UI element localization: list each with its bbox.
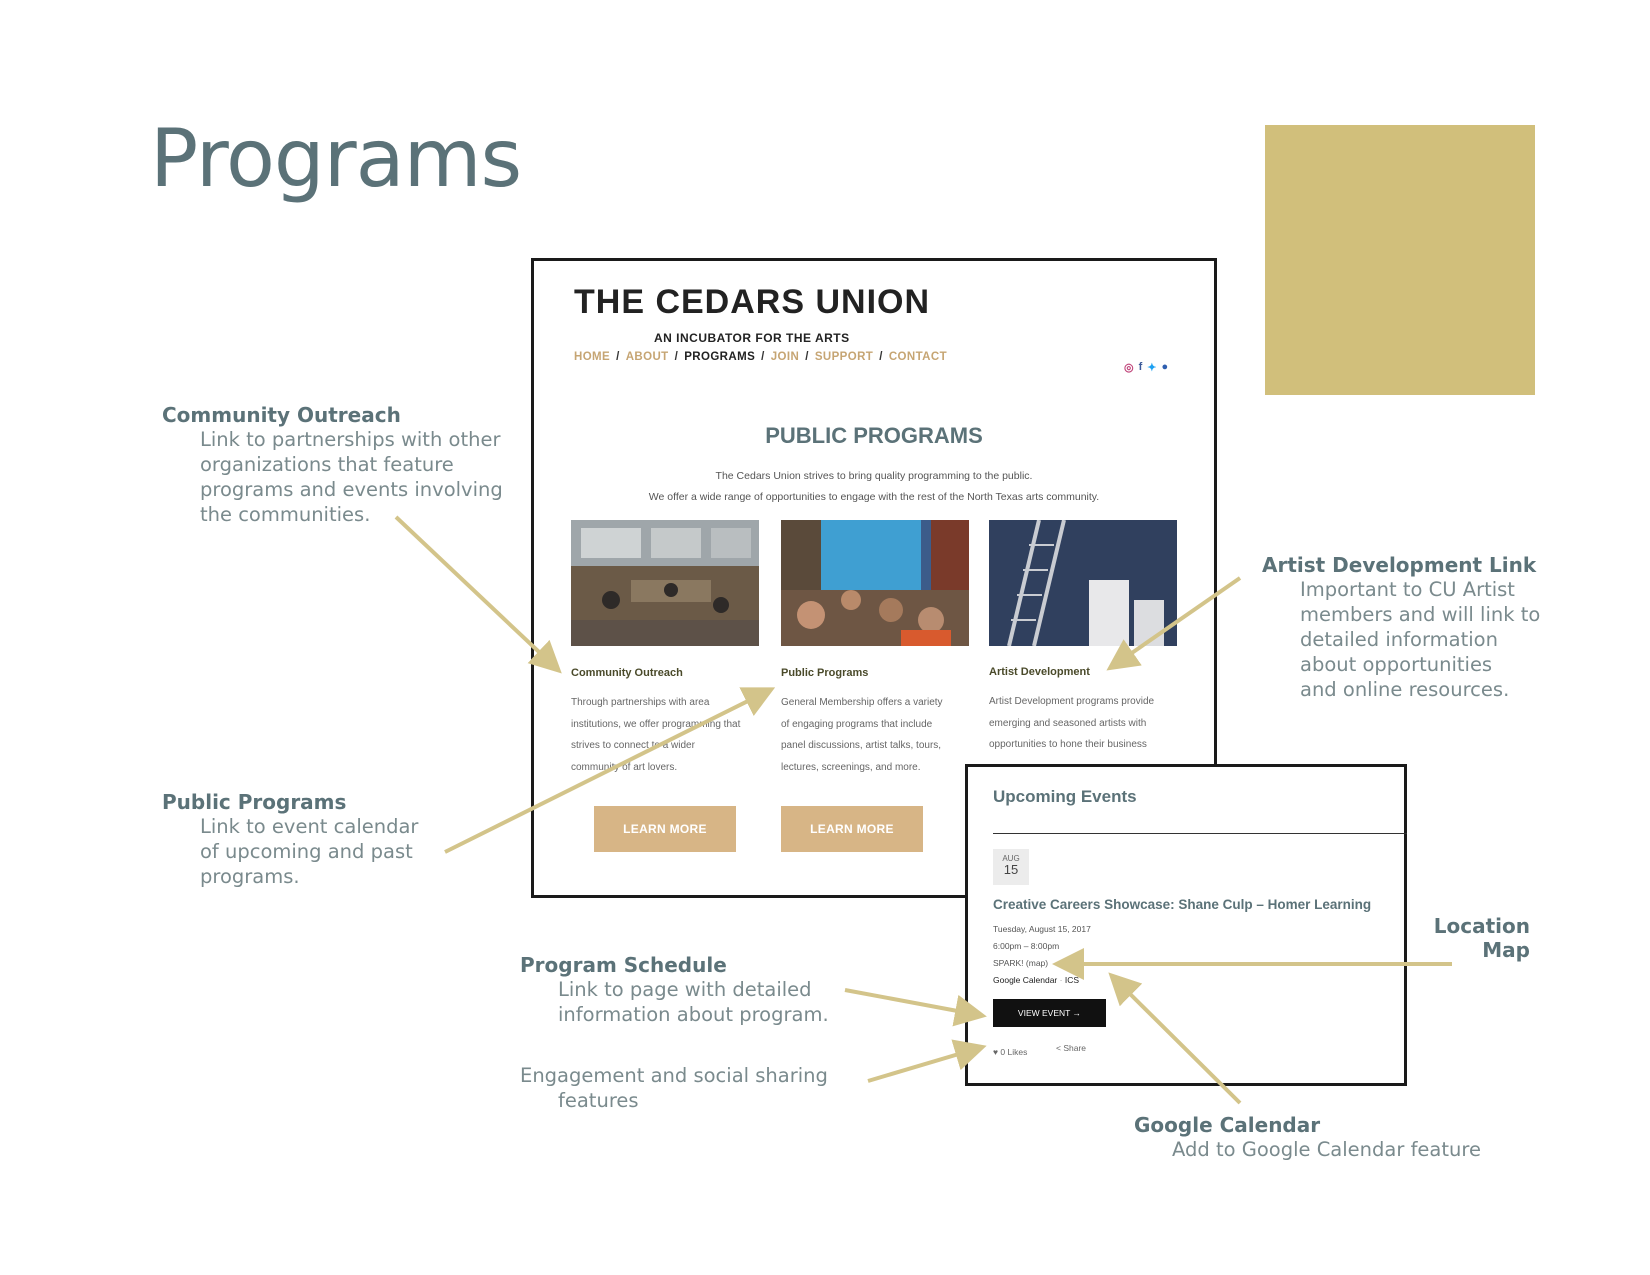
arrow-engagement — [867, 1039, 987, 1083]
card-text-line: Artist Development programs provide — [989, 696, 1155, 707]
annotation-heading: Map — [1482, 938, 1530, 962]
events-title: Upcoming Events — [993, 787, 1137, 806]
card-text-line: General Membership offers a variety — [781, 697, 943, 708]
site-logo[interactable]: THE CEDARS UNION — [574, 283, 931, 321]
card-text-public-programs: General Membership offers a variety of e… — [781, 692, 971, 778]
slide-title: Programs — [150, 112, 522, 205]
nav-support[interactable]: SUPPORT — [814, 351, 874, 363]
annotation-line: and online resources. — [1300, 678, 1510, 701]
card-title-public-programs[interactable]: Public Programs — [781, 667, 869, 679]
learn-more-button-community[interactable]: LEARN MORE — [594, 806, 736, 852]
annotation-heading: Community Outreach — [162, 403, 401, 427]
event-time: 6:00pm – 8:00pm — [993, 941, 1060, 951]
ics-link[interactable]: ICS — [1064, 975, 1080, 985]
card-text-line: of engaging programs that include — [781, 718, 933, 730]
nav-about[interactable]: ABOUT — [625, 351, 669, 363]
annotation-location-map: Location Map — [1420, 914, 1530, 962]
annotation-artist-development: Artist Development Link Important to CU … — [1262, 553, 1540, 702]
likes-button[interactable]: ♥ 0 Likes — [993, 1047, 1028, 1057]
annotation-engagement: Engagement and social sharing features — [520, 1063, 828, 1113]
public-programs-image[interactable] — [781, 520, 969, 646]
gold-accent-block — [1265, 125, 1535, 395]
nav-home[interactable]: HOME — [574, 351, 611, 363]
annotation-line: information about program. — [558, 1003, 829, 1026]
event-title-link[interactable]: Creative Careers Showcase: Shane Culp – … — [993, 897, 1372, 912]
date-badge: AUG 15 — [993, 849, 1029, 885]
map-link[interactable]: (map) — [1025, 958, 1049, 968]
upcoming-events-panel: Upcoming Events AUG 15 Creative Careers … — [965, 764, 1407, 1086]
annotation-heading: Google Calendar — [1134, 1113, 1321, 1137]
events-divider — [993, 833, 1407, 834]
date-month: AUG — [1002, 854, 1020, 863]
view-event-button[interactable]: VIEW EVENT → — [993, 999, 1106, 1027]
flickr-icon[interactable]: ● — [1161, 361, 1169, 373]
annotation-line: Engagement and social sharing — [520, 1064, 828, 1087]
artist-development-image[interactable] — [989, 520, 1177, 646]
card-text-line: opportunities to hone their business — [989, 739, 1147, 750]
annotation-line: organizations that feature — [200, 453, 454, 476]
annotation-heading: Public Programs — [162, 790, 347, 814]
card-text-community-outreach: Through partnerships with area instituti… — [571, 692, 761, 778]
annotation-heading: Program Schedule — [520, 953, 727, 977]
event-venue-row: SPARK! (map) — [993, 958, 1048, 968]
section-intro: We offer a wide range of opportunities t… — [648, 491, 1100, 503]
nav-contact[interactable]: CONTACT — [888, 351, 948, 363]
nav-join[interactable]: JOIN — [770, 351, 800, 363]
card-text-line: panel discussions, artist talks, tours, — [781, 740, 942, 751]
card-title-community-outreach[interactable]: Community Outreach — [571, 667, 683, 679]
annotation-line: Important to CU Artist — [1300, 578, 1515, 601]
annotation-line: detailed information — [1300, 628, 1498, 651]
card-text-line: community of art lovers. — [571, 761, 678, 773]
card-title-artist-development[interactable]: Artist Development — [989, 666, 1090, 678]
facebook-icon[interactable]: f — [1138, 361, 1143, 373]
annotation-community-outreach: Community Outreach Link to partnerships … — [162, 403, 503, 527]
annotation-line: Add to Google Calendar feature — [1172, 1138, 1481, 1161]
event-date: Tuesday, August 15, 2017 — [993, 924, 1091, 934]
community-outreach-image[interactable] — [571, 520, 759, 646]
nav-programs[interactable]: PROGRAMS — [684, 351, 756, 363]
site-nav: HOME/ABOUT/PROGRAMS/JOIN/SUPPORT/CONTACT — [574, 351, 948, 363]
annotation-line: Link to event calendar — [200, 815, 419, 838]
card-text-line: lectures, screenings, and more. — [781, 761, 921, 773]
annotation-heading: Location — [1433, 914, 1530, 938]
annotation-line: Link to page with detailed — [558, 978, 812, 1001]
card-text-line: Through partnerships with area — [571, 697, 710, 708]
annotation-public-programs: Public Programs Link to event calendar o… — [162, 790, 418, 889]
annotation-line: Link to partnerships with other — [200, 428, 501, 451]
annotation-line: about opportunities — [1300, 653, 1493, 676]
annotation-heading: Artist Development Link — [1262, 553, 1537, 577]
event-venue: SPARK! — [993, 958, 1024, 968]
twitter-icon[interactable]: ✦ — [1147, 362, 1157, 374]
annotation-program-schedule: Program Schedule Link to page with detai… — [520, 953, 829, 1027]
annotation-line: features — [558, 1089, 639, 1112]
calendar-links-row: Google Calendar · ICS — [993, 975, 1080, 985]
share-button[interactable]: < Share — [1056, 1043, 1087, 1053]
card-text-line: strives to connect to a wider — [571, 740, 695, 751]
learn-more-button-programs[interactable]: LEARN MORE — [781, 806, 923, 852]
date-day: 15 — [1003, 862, 1019, 877]
annotation-line: members and will link to — [1300, 603, 1541, 626]
google-calendar-link[interactable]: Google Calendar — [993, 975, 1058, 985]
social-icons: ◎ f ✦ ● — [1124, 361, 1168, 374]
annotation-line: of upcoming and past — [200, 840, 413, 863]
section-title: PUBLIC PROGRAMS — [765, 423, 983, 448]
card-text-artist-development: Artist Development programs provide emer… — [989, 691, 1179, 756]
annotation-line: programs. — [200, 865, 300, 888]
site-tagline: AN INCUBATOR FOR THE ARTS — [654, 331, 850, 345]
annotation-line: programs and events involving — [200, 478, 503, 501]
arrow-program-schedule — [844, 988, 987, 1027]
section-intro: The Cedars Union strives to bring qualit… — [715, 470, 1033, 482]
annotation-google-calendar: Google Calendar Add to Google Calendar f… — [1134, 1113, 1481, 1162]
card-text-line: institutions, we offer programming that — [571, 718, 741, 730]
annotation-line: the communities. — [200, 503, 371, 526]
card-text-line: emerging and seasoned artists with — [989, 717, 1147, 729]
instagram-icon[interactable]: ◎ — [1124, 362, 1134, 374]
